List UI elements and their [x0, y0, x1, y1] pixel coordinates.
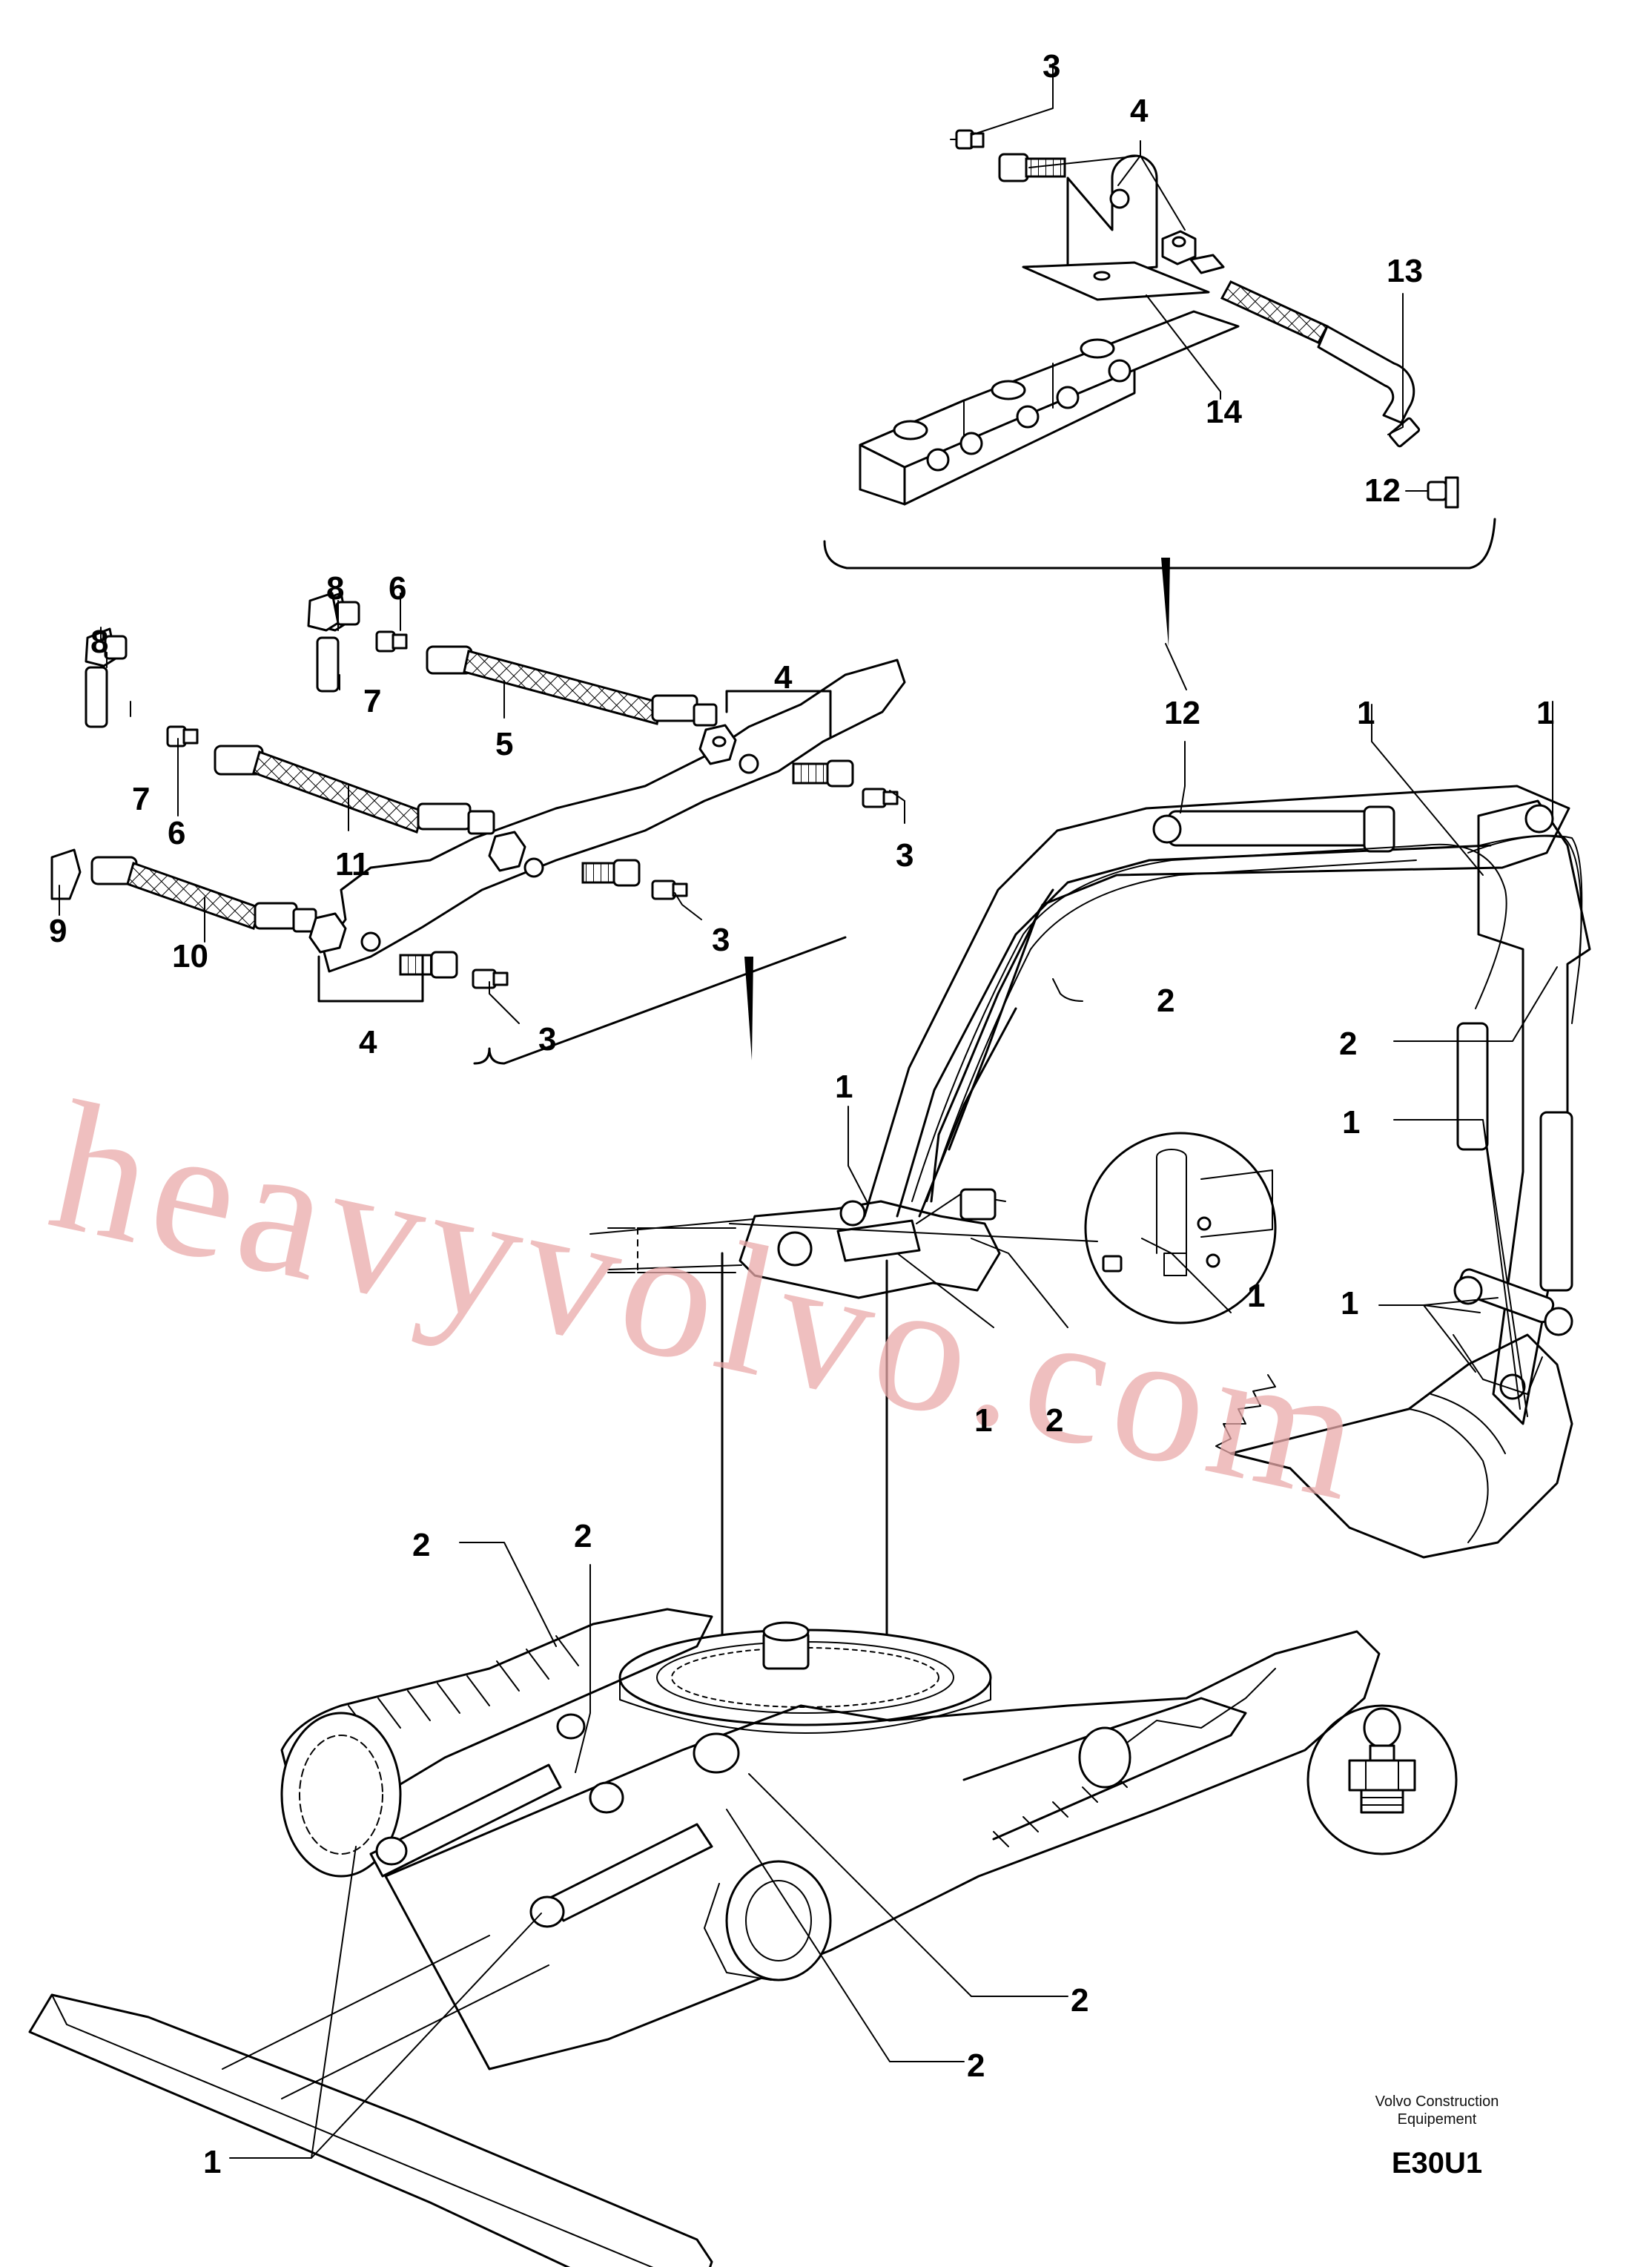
callout-boom-1b: 1: [1536, 695, 1554, 731]
callout-kit-5: 5: [495, 726, 513, 762]
callout-kit-10: 10: [172, 938, 208, 974]
callout-base-1: 1: [203, 2144, 221, 2180]
callout-kit-7b: 7: [132, 781, 150, 817]
left-kit-group: [50, 592, 906, 1065]
bracket-part: [1022, 154, 1210, 301]
hose-part: [1189, 254, 1421, 448]
undercarriage-group: [28, 1608, 1381, 2267]
main-frame: [384, 1630, 1381, 2070]
callout-kit-3a: 3: [896, 837, 913, 874]
callout-top-3: 3: [1043, 48, 1060, 85]
bolt-part: [581, 859, 641, 887]
callout-kit-6b: 6: [168, 815, 185, 851]
idler-wheel: [725, 1860, 832, 1981]
manifold-plate: [322, 659, 906, 973]
blade-cylinder: [547, 1823, 713, 1922]
grease-nipple-detail: [1306, 1704, 1458, 1855]
callout-boom-1d: 1: [1342, 1104, 1360, 1141]
nipple-part: [862, 788, 899, 808]
clamp-block-part: [859, 310, 1240, 506]
hose-part: [90, 856, 317, 933]
hose-part: [214, 745, 495, 835]
credit-line-1: Volvo Construction: [1375, 2093, 1499, 2110]
dozer-blade: [28, 1993, 713, 2267]
nipple-part: [375, 630, 408, 653]
drawing-code: E30U1: [1392, 2147, 1482, 2179]
callout-boom-2b: 2: [1339, 1026, 1357, 1062]
grease-nipple-part: [1427, 476, 1459, 509]
nipple-part: [166, 725, 199, 748]
kit-bracket-line: [823, 518, 1496, 570]
callout-top-14: 14: [1206, 394, 1242, 430]
elbow-fitting-part: [50, 848, 82, 900]
callout-base-2b: 2: [574, 1518, 592, 1554]
nipple-part: [651, 880, 688, 900]
callout-boom-12: 12: [1164, 695, 1200, 731]
callout-labels: 3 4 13 14 12 8 6 7 5 4 8 7 6 11 3 9 10 3…: [49, 48, 1554, 2180]
bolt-part: [792, 759, 854, 788]
callout-kit-4b: 4: [359, 1024, 377, 1060]
callout-top-4: 4: [1130, 93, 1149, 129]
callout-base-2a: 2: [412, 1527, 430, 1563]
callout-kit-6a: 6: [389, 570, 406, 607]
callout-boom-1a: 1: [1357, 695, 1375, 731]
callout-boom-1e: 1: [1341, 1285, 1358, 1321]
pointer-wedge: [1161, 558, 1170, 647]
callout-detail-1: 1: [1247, 1278, 1265, 1314]
swing-bracket: [739, 1200, 1001, 1299]
callout-top-13: 13: [1387, 253, 1423, 289]
elbow-fitting-part: [85, 627, 128, 667]
callout-kit-7a: 7: [363, 683, 381, 719]
callout-kit-9: 9: [49, 913, 67, 949]
pointer-wedge: [744, 957, 753, 1060]
callout-kit-3b: 3: [712, 922, 730, 958]
nut-part: [1161, 230, 1197, 265]
bracket-4a: [725, 690, 832, 739]
boom-cylinder: [1167, 810, 1392, 847]
detail-circle: [1084, 1132, 1277, 1324]
callout-base-2c: 2: [1071, 1982, 1088, 2019]
callout-kit-8b: 8: [90, 624, 108, 660]
bucket: [1229, 1333, 1573, 1559]
callout-base-2d: 2: [967, 2047, 985, 2084]
bolt-part: [998, 153, 1066, 182]
bolt-part: [399, 951, 458, 979]
callout-kit-3c: 3: [538, 1021, 556, 1057]
tube-part: [85, 666, 108, 728]
hose-part: [426, 645, 718, 727]
callout-boom-2a: 2: [1157, 983, 1174, 1019]
boom-outline: [863, 785, 1570, 1218]
callout-top-12: 12: [1364, 472, 1401, 509]
elbow-fitting-part: [307, 592, 340, 632]
dipper-arm: [1477, 799, 1591, 1425]
leader-lines: [59, 63, 1558, 2159]
callout-boom-2c: 2: [1045, 1402, 1063, 1439]
bracket-4b: [317, 955, 424, 1003]
excavator-arm-group: [589, 785, 1591, 1663]
callout-kit-4a: 4: [774, 659, 793, 696]
left-kit-bracket: [473, 936, 847, 1065]
callout-kit-8a: 8: [326, 570, 344, 607]
top-kit-group: [823, 129, 1496, 690]
tube-part: [316, 636, 340, 693]
credit-line-2: Equipement: [1398, 2111, 1477, 2128]
watermark-text: heavyvolvo.com: [36, 1063, 1384, 1541]
callout-boom-1f: 1: [974, 1402, 992, 1439]
callout-kit-11: 11: [335, 846, 370, 882]
callout-boom-1c: 1: [835, 1069, 853, 1105]
